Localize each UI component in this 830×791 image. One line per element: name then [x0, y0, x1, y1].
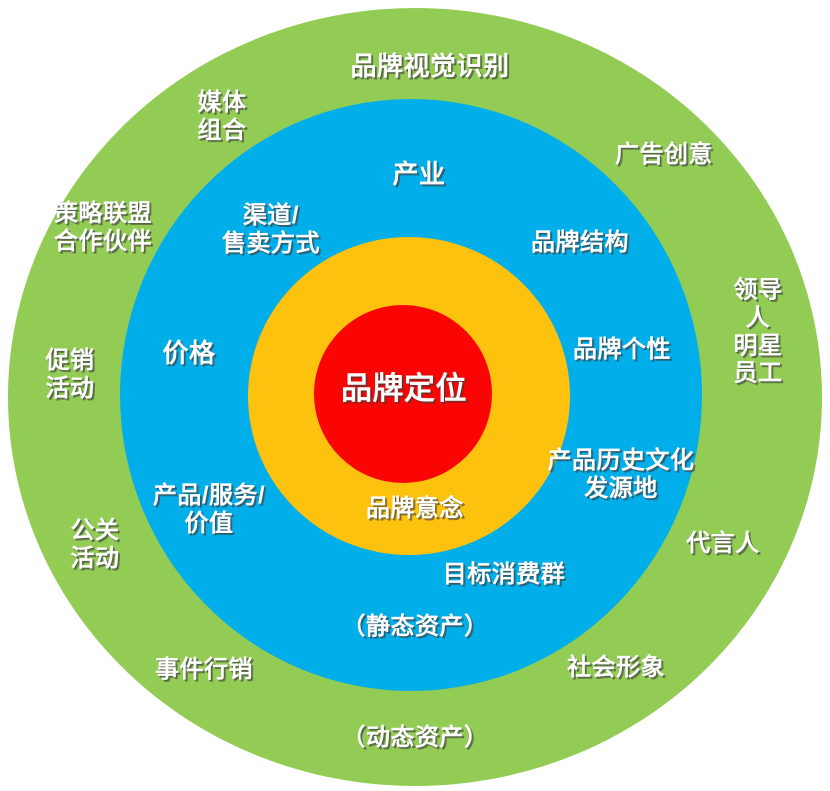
core-circle-brand-positioning	[314, 305, 492, 483]
